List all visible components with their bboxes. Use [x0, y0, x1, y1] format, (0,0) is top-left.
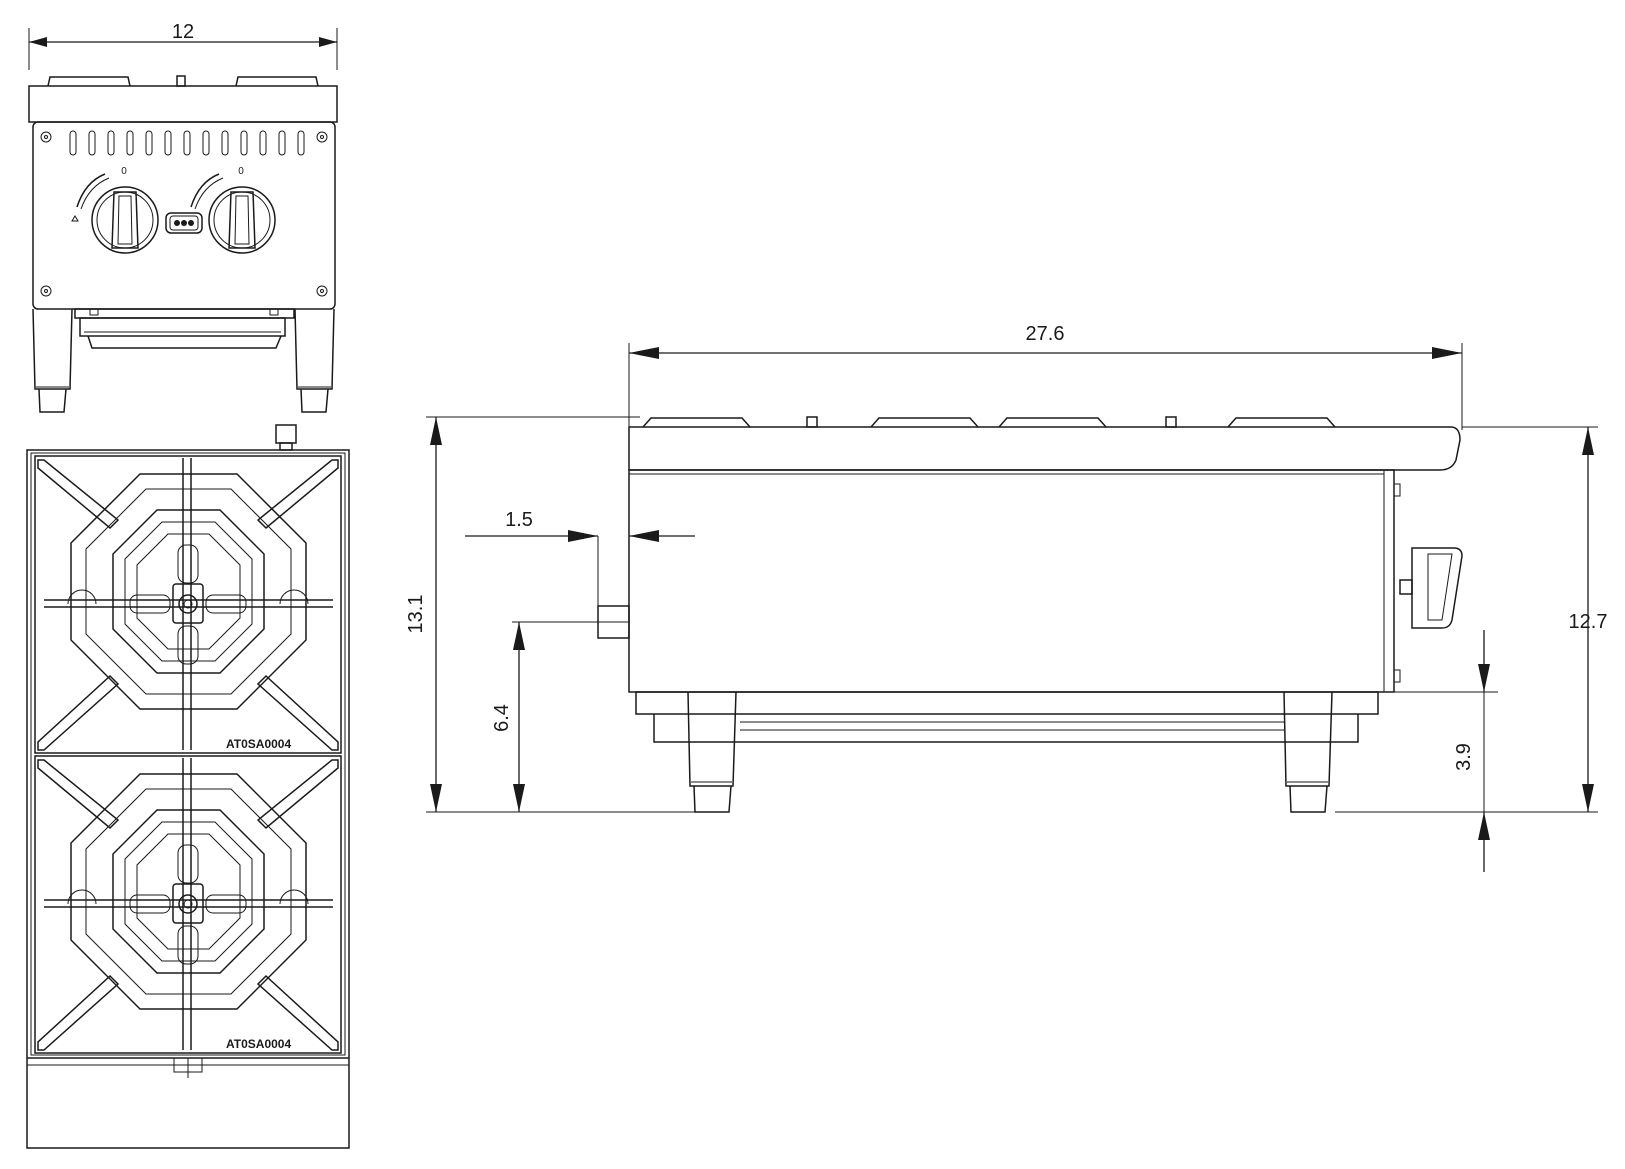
dim-length-side: 27.6: [628, 323, 1463, 430]
dim-label-gas-height: 6.4: [491, 704, 513, 732]
igniter-block: [165, 212, 203, 234]
dim-height-body: 12.7: [1335, 426, 1608, 813]
front-legs: [32, 308, 335, 413]
burner-grate-upper: AT0SA0004: [34, 455, 342, 754]
burner-stamp-upper: AT0SA0004: [226, 737, 291, 751]
panel-screws: [40, 131, 328, 297]
knob-right-mark: 0: [238, 166, 244, 177]
dim-label-leg-height: 3.9: [1453, 743, 1475, 771]
knob-left-mark: 0: [121, 166, 127, 177]
burner-stamp-lower: AT0SA0004: [226, 1037, 291, 1051]
dim-height-total: 13.1: [405, 416, 700, 813]
dim-label-gas-offset: 1.5: [505, 509, 533, 531]
dim-label-height-body: 12.7: [1569, 611, 1608, 633]
side-gas-inlet: [597, 605, 630, 639]
knob-left: 0: [71, 166, 159, 254]
dim-gas-offset: 1.5: [465, 509, 695, 606]
dim-label-length-side: 27.6: [1026, 323, 1065, 345]
dim-gas-height: 6.4: [491, 621, 598, 812]
dim-width-front: 12: [28, 21, 338, 70]
dim-leg-height: 3.9: [1394, 630, 1498, 872]
dim-label-height-total: 13.1: [405, 595, 427, 634]
vent-slots: [69, 130, 305, 156]
side-knob: [1399, 547, 1463, 629]
top-view: AT0SA0004 AT0SA00: [26, 424, 350, 1149]
burner-grate-lower: AT0SA0004: [34, 755, 342, 1054]
side-view: 27.6 13.1 1.5 6.4: [405, 323, 1607, 872]
front-view: 12: [28, 21, 338, 413]
dim-label-width-front: 12: [172, 21, 194, 43]
knob-right: 0: [190, 166, 276, 254]
side-legs: [687, 691, 1333, 813]
